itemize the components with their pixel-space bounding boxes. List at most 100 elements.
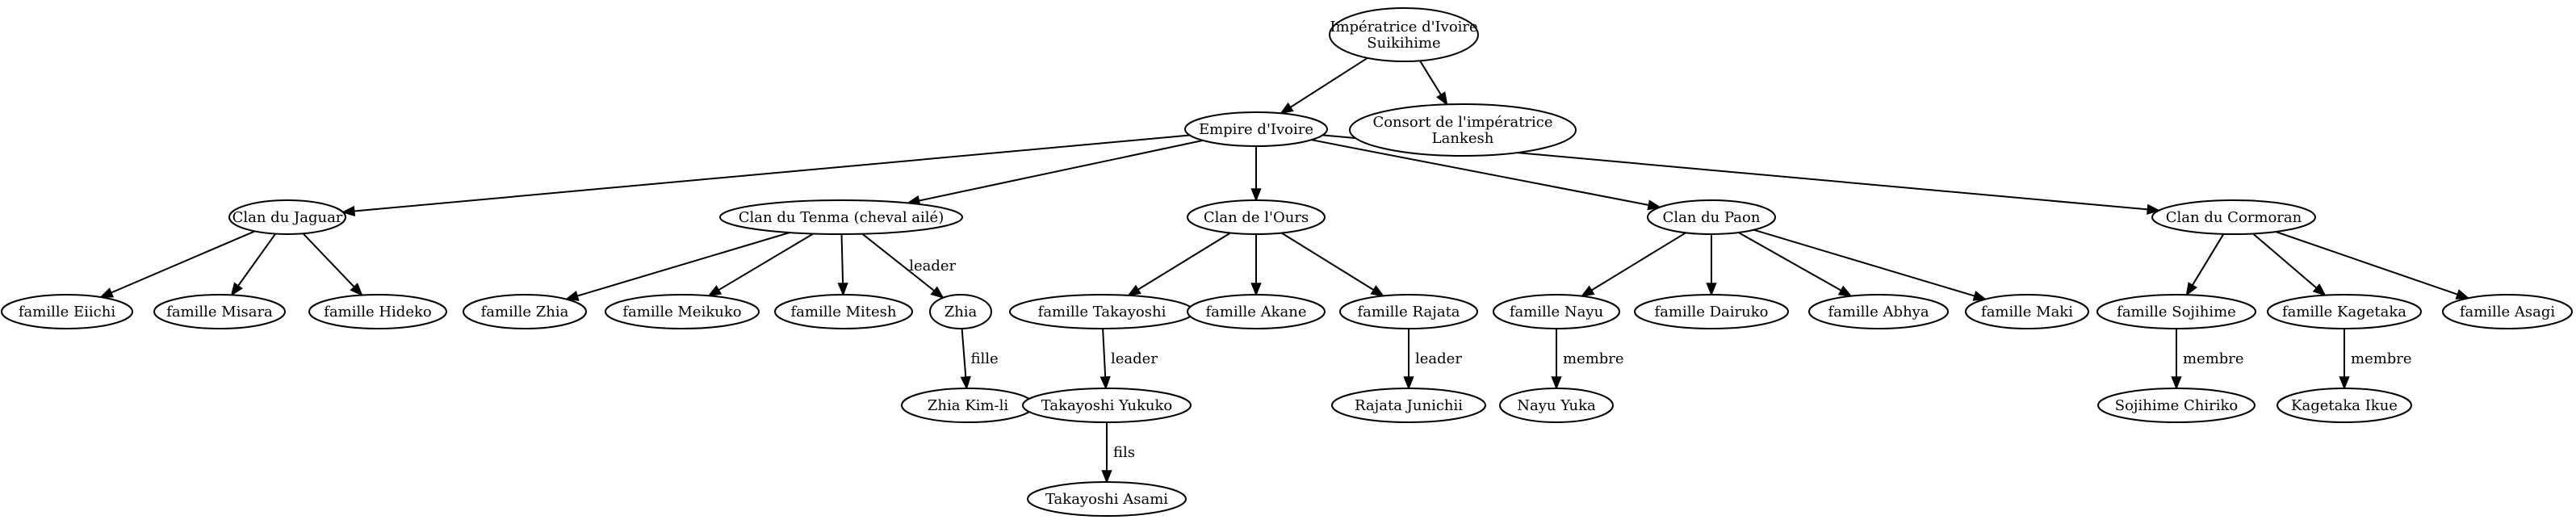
node-ellipse xyxy=(1027,481,1187,517)
node-empire: Empire d'Ivoire xyxy=(1184,111,1328,147)
node-label: Rajata Junichii xyxy=(1355,397,1463,414)
node-ellipse xyxy=(1647,199,1776,235)
node-dairuko: famille Dairuko xyxy=(1634,294,1789,329)
arrowhead-icon xyxy=(2185,282,2197,296)
node-label: famille Zhia xyxy=(481,304,569,321)
node-asagi: famille Asagi xyxy=(2442,294,2573,329)
edge-ours-akane xyxy=(1250,234,1262,297)
node-cormoran: Clan du Cormoran xyxy=(2151,199,2316,235)
node-rajata: famille Rajata xyxy=(1339,294,1478,329)
node-jaguar: Clan du Jaguar xyxy=(228,199,346,235)
edge-label: membre xyxy=(2183,350,2244,367)
edge-paon-nayu xyxy=(1580,232,1686,297)
node-ellipse xyxy=(463,294,587,329)
node-abhya: famille Abhya xyxy=(1808,294,1949,329)
edge-line xyxy=(861,233,935,291)
node-label: Takayoshi Asami xyxy=(1045,491,1168,508)
node-label: famille Dairuko xyxy=(1655,304,1769,321)
edge-line xyxy=(718,233,815,291)
node-ikue: Kagetaka Ikue xyxy=(2277,388,2412,423)
edge-label: fils xyxy=(1113,444,1135,461)
edge-line xyxy=(2192,233,2225,286)
node-ellipse xyxy=(2442,294,2573,329)
node-hideko: famille Hideko xyxy=(308,294,447,329)
node-ellipse xyxy=(605,294,760,329)
arrowhead-icon xyxy=(1101,470,1112,484)
edge-jaguar-misara xyxy=(230,233,277,297)
node-ellipse xyxy=(1187,294,1326,329)
node-ellipse xyxy=(1349,103,1577,157)
arrowhead-icon xyxy=(2339,376,2350,391)
edge-cormoran-kagetaka xyxy=(2252,233,2327,297)
node-zhiakimli: Zhia Kim-li xyxy=(901,388,1035,423)
node-label: Suikihime xyxy=(1367,35,1440,52)
node-label: famille Akane xyxy=(1206,304,1307,321)
arrowhead-icon xyxy=(1551,376,1562,391)
edge-tenma-meikuko xyxy=(707,233,815,297)
node-label: famille Sojihime xyxy=(2117,304,2236,321)
node-label: Nayu Yuka xyxy=(1517,397,1596,414)
edge-line xyxy=(1290,57,1368,108)
edge-line xyxy=(1137,232,1231,291)
edge-rajata-junichii: leader xyxy=(1403,329,1462,391)
node-label: Zhia Kim-li xyxy=(928,397,1008,414)
node-label: famille Asagi xyxy=(2460,304,2556,321)
node-label: famille Abhya xyxy=(1828,304,1929,321)
node-zhia: Zhia xyxy=(929,294,992,329)
arrowhead-icon xyxy=(1647,199,1662,211)
node-maki: famille Maki xyxy=(1965,294,2089,329)
edge-label: leader xyxy=(1415,350,1462,367)
edge-line xyxy=(1753,228,1975,297)
node-ours: Clan de l'Ours xyxy=(1187,199,1326,235)
node-ellipse xyxy=(1022,388,1192,423)
arrowhead-icon xyxy=(930,286,945,300)
edge-label: membre xyxy=(2351,350,2412,367)
node-label: Zhia xyxy=(945,304,978,321)
edge-paon-maki xyxy=(1753,228,1987,301)
node-nayu: famille Nayu xyxy=(1493,294,1620,329)
edge-label: fille xyxy=(971,350,999,367)
arrowhead-icon xyxy=(1280,102,1294,115)
node-label: Clan de l'Ours xyxy=(1204,209,1309,226)
edge-line xyxy=(2275,231,2458,296)
node-ellipse xyxy=(1187,199,1326,235)
arrowhead-icon xyxy=(1837,285,1853,297)
edge-label: leader xyxy=(909,258,956,275)
node-tenma: Clan du Tenma (cheval ailé) xyxy=(719,199,963,235)
node-asami: Takayoshi Asami xyxy=(1027,481,1187,517)
node-kagetaka: famille Kagetaka xyxy=(2267,294,2422,329)
arrowhead-icon xyxy=(230,282,243,297)
edge-line xyxy=(1311,139,1649,206)
edge-line xyxy=(302,233,355,288)
node-ellipse xyxy=(1331,388,1486,423)
edge-line xyxy=(237,233,277,287)
edge-jaguar-eiichi xyxy=(99,230,255,298)
arrowhead-icon xyxy=(2147,203,2161,215)
edge-line xyxy=(2252,233,2318,289)
node-label: Consort de l'impératrice xyxy=(1372,114,1552,131)
node-label: Sojihime Chiriko xyxy=(2115,397,2239,414)
node-paon: Clan du Paon xyxy=(1647,199,1776,235)
edge-line xyxy=(354,134,1190,212)
arrowhead-icon xyxy=(1370,285,1385,297)
arrowhead-icon xyxy=(960,375,971,391)
edge-label: membre xyxy=(1563,350,1624,367)
node-ellipse xyxy=(1634,294,1789,329)
node-junichii: Rajata Junichii xyxy=(1331,388,1486,423)
edge-jaguar-hideko xyxy=(302,233,363,297)
node-takayoshi: famille Takayoshi xyxy=(1009,294,1195,329)
node-label: Clan du Tenma (cheval ailé) xyxy=(739,209,944,226)
node-label: Clan du Jaguar xyxy=(232,209,343,226)
node-label: Impératrice d'Ivoire xyxy=(1330,19,1477,36)
arrowhead-icon xyxy=(1127,284,1141,296)
node-label: Empire d'Ivoire xyxy=(1199,121,1313,138)
edge-sojihime-chiriko: membre xyxy=(2171,329,2244,391)
node-label: Clan du Paon xyxy=(1663,209,1761,226)
node-ellipse xyxy=(2097,388,2256,423)
node-ellipse xyxy=(2267,294,2422,329)
